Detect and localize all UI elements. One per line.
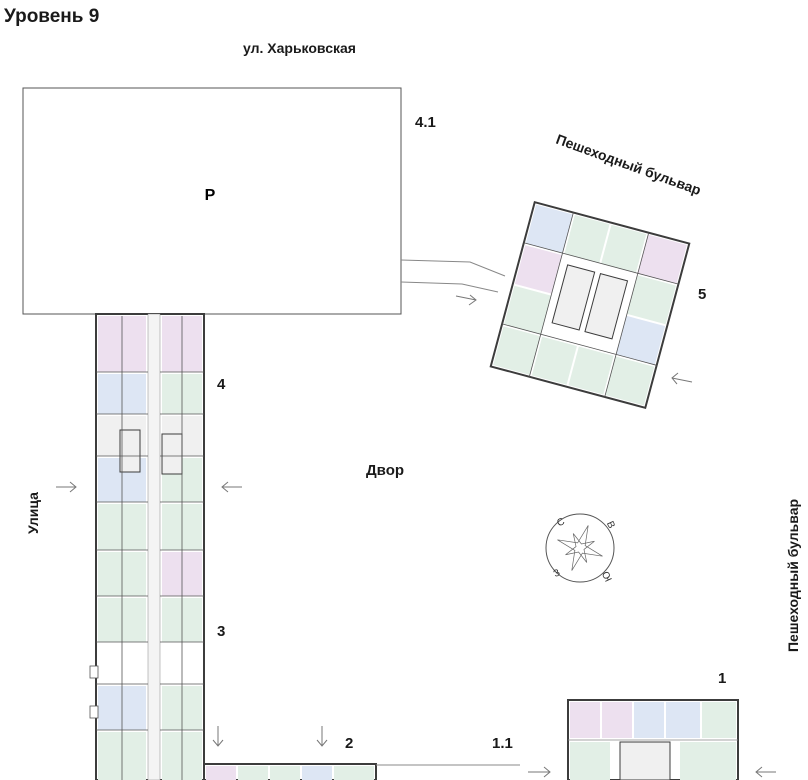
arrow-icon — [455, 294, 477, 306]
section-label-3: 3 — [217, 623, 225, 640]
section-label-1: 1 — [718, 670, 726, 687]
compass-north: С — [555, 516, 566, 529]
building-wing-2 — [203, 763, 520, 780]
courtyard-label: Двор — [366, 462, 404, 479]
compass-west: З — [552, 567, 562, 580]
compass-rose: С В Ю З — [545, 513, 617, 583]
arrow-icon — [528, 766, 551, 778]
section-label-2: 2 — [345, 735, 353, 752]
building-section-1 — [567, 699, 739, 780]
arrow-icon — [212, 726, 224, 747]
section-label-5: 5 — [698, 286, 706, 303]
arrow-icon — [56, 481, 77, 493]
arrow-icon — [221, 481, 242, 493]
street-west-label: Улица — [25, 492, 41, 534]
parking-block — [22, 87, 402, 315]
section-label-4-1: 4.1 — [415, 114, 436, 131]
compass-east: В — [604, 520, 617, 531]
pedestrian-boulevard-right-label: Пешеходный бульвар — [785, 499, 801, 652]
passage-connector-lower — [400, 281, 499, 293]
building-wing-3-4 — [89, 313, 205, 780]
level-title: Уровень 9 — [4, 6, 100, 27]
section-label-4: 4 — [217, 376, 226, 393]
arrow-icon — [316, 726, 328, 747]
section-label-1-1: 1.1 — [492, 735, 513, 752]
passage-connector — [400, 259, 506, 277]
compass-south: Ю — [601, 569, 615, 583]
entrance-arrows — [56, 294, 776, 778]
arrow-icon — [755, 766, 776, 778]
street-north-label: ул. Харьковская — [243, 40, 356, 56]
parking-label: Р — [205, 187, 216, 204]
arrow-icon — [671, 372, 693, 385]
pedestrian-boulevard-top-label: Пешеходный бульвар — [554, 131, 703, 198]
building-section-5 — [489, 200, 691, 410]
